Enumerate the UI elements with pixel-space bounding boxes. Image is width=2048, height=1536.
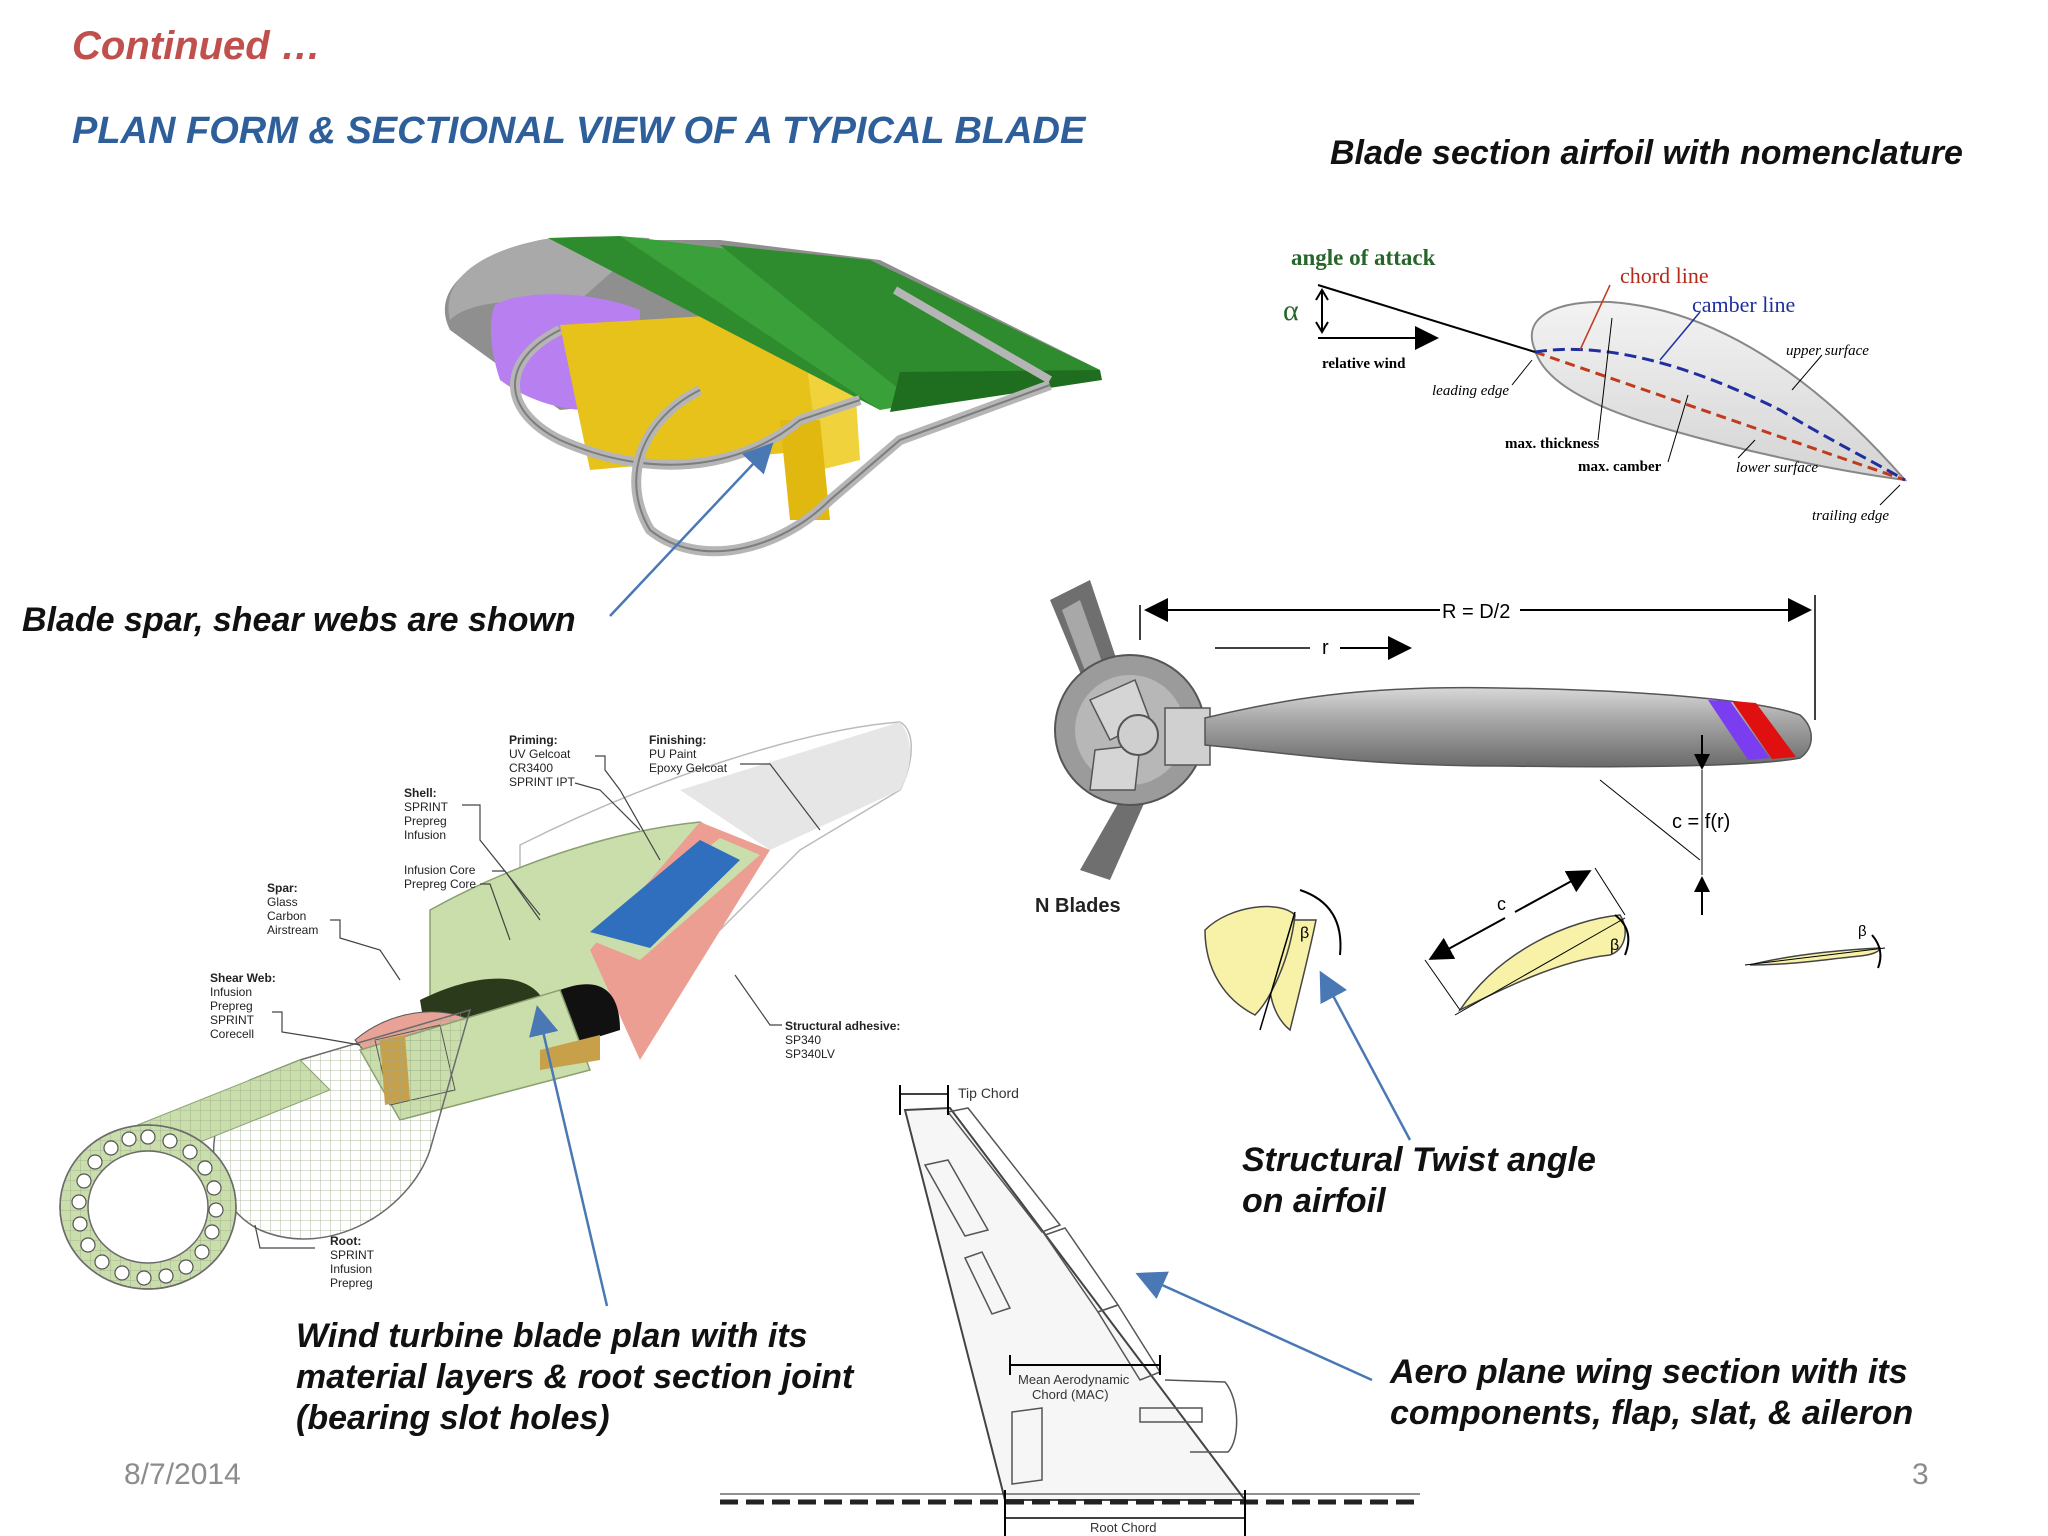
wing-plan-diagram: Tip Chord Mean Aerodynamic Chord (MAC) R… xyxy=(720,1085,1420,1536)
root-item-1: SPRINT xyxy=(330,1248,375,1262)
wing-caption-line: Aero plane wing section with its xyxy=(1390,1353,1908,1391)
upper-surface-label: upper surface xyxy=(1786,343,1869,359)
shear-web-heading: Shear Web: xyxy=(210,971,276,985)
root-item-3: Prepreg xyxy=(330,1276,373,1290)
wing-pointer-arrow xyxy=(1135,1271,1373,1382)
spar-item-2: Carbon xyxy=(267,909,306,923)
shear-web-item-2: Prepreg xyxy=(210,999,253,1013)
slide-date: 8/7/2014 xyxy=(124,1458,241,1491)
mac-label-line-2: Chord (MAC) xyxy=(1032,1387,1109,1402)
chord-c-label: c xyxy=(1497,894,1506,914)
radius-label: R = D/2 xyxy=(1442,601,1510,623)
spar-item-1: Glass xyxy=(267,895,298,909)
rotor-blade-diagram: R = D/2 r c = f(r) N Blades β β c β xyxy=(1035,580,1886,1141)
mac-label-line-1: Mean Aerodynamic xyxy=(1018,1372,1130,1387)
lower-surface-label: lower surface xyxy=(1736,460,1818,476)
chord-function-label: c = f(r) xyxy=(1672,811,1730,833)
blade-plan-caption: Wind turbine blade plan with its materia… xyxy=(296,1316,853,1439)
plan-pointer-arrow xyxy=(529,1005,609,1307)
shear-web-item-3: SPRINT xyxy=(210,1013,255,1027)
finishing-item-2: Epoxy Gelcoat xyxy=(649,761,728,775)
twist-pointer-arrow xyxy=(1319,970,1412,1141)
root-chord-label: Root Chord xyxy=(1090,1520,1156,1535)
priming-item-2: CR3400 xyxy=(509,761,553,775)
beta-symbol-3: β xyxy=(1858,923,1867,940)
beta-symbol-1: β xyxy=(1300,925,1309,942)
blade-plan-caption-line: Wind turbine blade plan with its xyxy=(296,1317,808,1355)
adhesive-item-2: SP340LV xyxy=(785,1047,835,1061)
continued-label: Continued … xyxy=(72,24,321,68)
spar-pointer-arrow xyxy=(609,442,774,617)
shell-heading: Shell: xyxy=(404,786,437,800)
shell-item-2: Prepreg xyxy=(404,814,447,828)
airfoil-nomenclature-diagram: angle of attack α relative wind leading … xyxy=(1283,245,1908,524)
shell-item-1: SPRINT xyxy=(404,800,449,814)
blade-layers-cutaway xyxy=(59,721,912,1307)
spar-section-illustration xyxy=(444,236,1102,617)
root-heading: Root: xyxy=(330,1234,361,1248)
trailing-edge-label: trailing edge xyxy=(1812,508,1889,524)
core-item-2: Prepreg Core xyxy=(404,877,476,891)
relative-wind-label: relative wind xyxy=(1322,356,1406,372)
finishing-heading: Finishing: xyxy=(649,733,706,747)
adhesive-heading: Structural adhesive: xyxy=(785,1019,900,1033)
wing-caption: Aero plane wing section with its compone… xyxy=(1390,1352,1913,1434)
leading-edge-label: leading edge xyxy=(1432,383,1509,399)
blade-plan-caption-line: (bearing slot holes) xyxy=(296,1399,610,1437)
spar-heading: Spar: xyxy=(267,881,298,895)
max-camber-label: max. camber xyxy=(1578,459,1662,475)
twist-caption-line: on airfoil xyxy=(1242,1182,1386,1220)
finishing-item-1: PU Paint xyxy=(649,747,697,761)
core-item-1: Infusion Core xyxy=(404,863,476,877)
angle-of-attack-label: angle of attack xyxy=(1291,245,1436,270)
max-thickness-label: max. thickness xyxy=(1505,436,1599,452)
slide-title: PLAN FORM & SECTIONAL VIEW OF A TYPICAL … xyxy=(72,110,1086,152)
slide-page-number: 3 xyxy=(1912,1458,1929,1491)
root-item-2: Infusion xyxy=(330,1262,372,1276)
alpha-symbol: α xyxy=(1283,294,1299,327)
airfoil-diagram-title: Blade section airfoil with nomenclature xyxy=(1330,134,1963,172)
spar-item-3: Airstream xyxy=(267,923,318,937)
twist-caption-line: Structural Twist angle xyxy=(1242,1141,1596,1179)
beta-symbol-2: β xyxy=(1610,937,1619,954)
chord-line-label: chord line xyxy=(1620,263,1709,288)
twist-caption: Structural Twist angle on airfoil xyxy=(1242,1140,1596,1222)
n-blades-label: N Blades xyxy=(1035,895,1121,917)
camber-line-label: camber line xyxy=(1692,292,1795,317)
tip-chord-label: Tip Chord xyxy=(958,1085,1019,1101)
local-radius-label: r xyxy=(1322,637,1329,659)
shear-web-item-1: Infusion xyxy=(210,985,252,999)
priming-item-1: UV Gelcoat xyxy=(509,747,571,761)
adhesive-item-1: SP340 xyxy=(785,1033,821,1047)
priming-item-3: SPRINT IPT xyxy=(509,775,575,789)
priming-heading: Priming: xyxy=(509,733,558,747)
blade-plan-caption-line: material layers & root section joint xyxy=(296,1358,854,1396)
shear-web-item-4: Corecell xyxy=(210,1027,254,1041)
wing-caption-line: components, flap, slat, & aileron xyxy=(1390,1394,1914,1432)
spar-caption: Blade spar, shear webs are shown xyxy=(22,601,576,639)
blade-layer-callouts: Priming: UV Gelcoat CR3400 SPRINT IPT Fi… xyxy=(210,733,900,1290)
shell-item-3: Infusion xyxy=(404,828,446,842)
